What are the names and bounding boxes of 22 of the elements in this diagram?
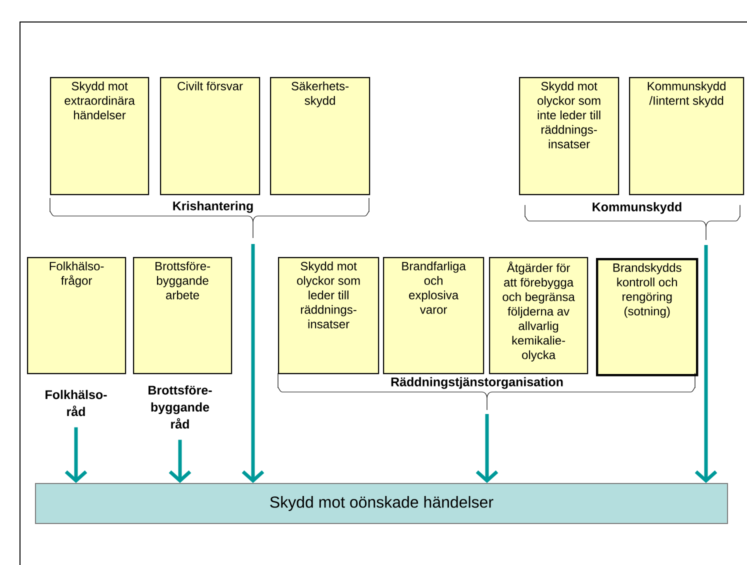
topic-box: Brandskydds kontroll och rengöring (sotning) — [596, 258, 698, 376]
topic-box: Civilt försvar — [160, 77, 260, 196]
arrow — [694, 470, 718, 483]
arrow — [476, 470, 498, 483]
arrow — [168, 470, 192, 483]
topic-box: Brandfarliga och explosiva varor — [383, 257, 484, 374]
group-label: Brottsföre- byggande råd — [148, 385, 212, 429]
group-label: Kommunskydd — [592, 202, 682, 214]
topic-box: Skydd mot olyckor som leder till räddnings- insatser — [278, 257, 380, 374]
result-box: Skydd mot oönskade händelser — [35, 483, 728, 524]
topic-box: Kommunskydd /Iinternt skydd — [629, 77, 744, 196]
topic-box: Säkerhets- skydd — [270, 77, 370, 196]
topic-box: Folkhälso- frågor — [27, 257, 126, 374]
topic-box: Skydd mot olyckor som inte leder till räddnings- insatser — [519, 77, 620, 196]
group-label: Krishantering — [173, 201, 253, 213]
arrow — [64, 470, 88, 483]
topic-box: Åtgärder för att förebygga och begränsa följderna av allvarlig kemikalie- olycka — [489, 257, 588, 374]
group-label: Folkhälso- råd — [46, 390, 107, 416]
group-label: Räddningstjänstorganisation — [391, 377, 563, 389]
arrow — [242, 470, 264, 483]
topic-box: Brottsföre- byggande arbete — [133, 257, 232, 374]
topic-box: Skydd mot extraordinära händelser — [50, 77, 150, 196]
